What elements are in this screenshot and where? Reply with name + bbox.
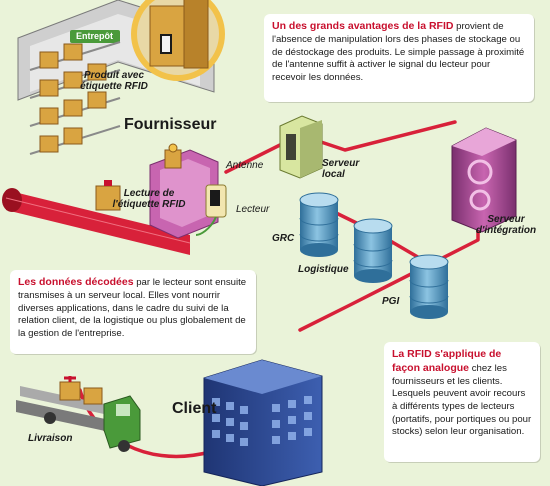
info-box-middle-text: par le lecteur sont ensuite transmises à… <box>18 277 247 339</box>
delivery-truck <box>16 376 141 452</box>
logistique-label: Logistique <box>298 264 349 275</box>
client-label: Client <box>172 400 217 417</box>
database-logistique <box>353 218 393 283</box>
database-grc <box>299 192 339 257</box>
crate-on-truck <box>59 381 81 401</box>
info-box-bottom: La RFID s'applique de façon analogue che… <box>384 342 540 462</box>
info-box-middle: Les données décodées par le lecteur sont… <box>10 270 256 354</box>
info-box-top: Un des grands avantages de la RFID provi… <box>264 14 534 102</box>
info-box-bottom-highlight: La RFID s'applique de façon analogue <box>392 348 502 374</box>
lecture-label: Lecture de l'étiquette RFID <box>112 188 186 210</box>
serveur-local-label: Serveur local <box>322 158 360 180</box>
reading-portal <box>149 143 219 239</box>
stored-crates <box>39 43 107 153</box>
reader-device <box>195 184 227 236</box>
info-box-top-highlight: Un des grands avantages de la RFID <box>272 20 454 32</box>
zoom-magnifier <box>131 0 225 81</box>
serveur-integration-label: Serveur d'intégration <box>475 214 537 236</box>
info-box-top-text: provient de l'absence de manipulation lo… <box>272 21 525 83</box>
local-server <box>279 115 323 179</box>
client-building <box>203 359 323 486</box>
produit-label: Produit avec étiquette RFID <box>80 70 148 92</box>
antenna-box <box>164 149 182 169</box>
warehouse <box>17 0 225 155</box>
pgi-label: PGI <box>382 296 400 307</box>
entrepot-label: Entrepôt <box>76 31 113 41</box>
grc-label: GRC <box>272 233 295 244</box>
link-local-to-integration <box>298 120 457 152</box>
entrepot-sign <box>70 30 120 43</box>
info-box-bottom-text: chez les fournisseurs et les clients. Le… <box>392 362 532 438</box>
lecteur-label: Lecteur <box>236 204 270 215</box>
antenne-label: Antenne <box>226 160 264 171</box>
fournisseur-label: Fournisseur <box>124 116 217 133</box>
info-box-middle-highlight: Les données décodées <box>18 276 134 288</box>
integration-server <box>451 127 517 233</box>
livraison-label: Livraison <box>28 433 73 444</box>
database-pgi <box>409 254 449 319</box>
conveyor-belt <box>2 180 191 255</box>
